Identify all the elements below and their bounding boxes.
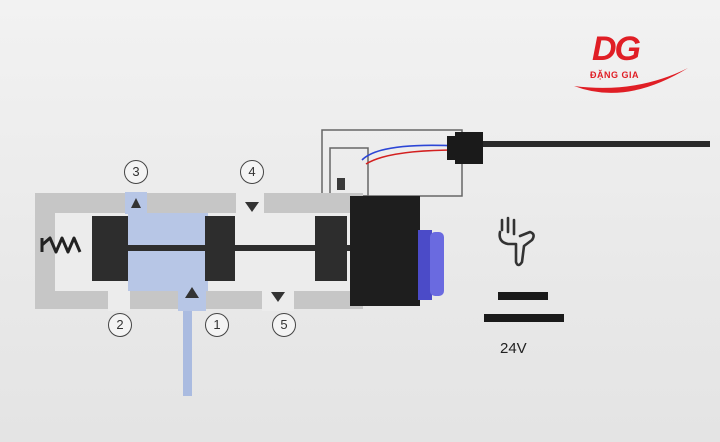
- arrow-down-port-5: [271, 292, 285, 302]
- spring-icon: [40, 236, 82, 254]
- spool: [92, 216, 418, 281]
- port-label-4: 4: [240, 160, 264, 184]
- supply-voltage-label: 24V: [500, 340, 527, 357]
- solenoid-operator: [350, 196, 444, 306]
- valve-body: [35, 192, 363, 311]
- arrow-up-port-1: [185, 287, 199, 298]
- cable-connector: [447, 132, 710, 164]
- port-label-5: 5: [272, 313, 296, 337]
- port-label-1: 1: [205, 313, 229, 337]
- dc-supply-symbol: [484, 292, 564, 322]
- arrow-up-port-3: [131, 198, 141, 208]
- arrow-down-port-4: [245, 202, 259, 212]
- wiring-box: [321, 129, 463, 197]
- port-label-3: 3: [124, 160, 148, 184]
- supply-line: [183, 300, 192, 396]
- logo-text: ĐẶNG GIA: [590, 70, 639, 80]
- port-label-2: 2: [108, 313, 132, 337]
- hand-pointing-down-icon: [498, 216, 535, 267]
- logo-mark: DG: [592, 30, 641, 68]
- logo-swoosh: [574, 68, 688, 93]
